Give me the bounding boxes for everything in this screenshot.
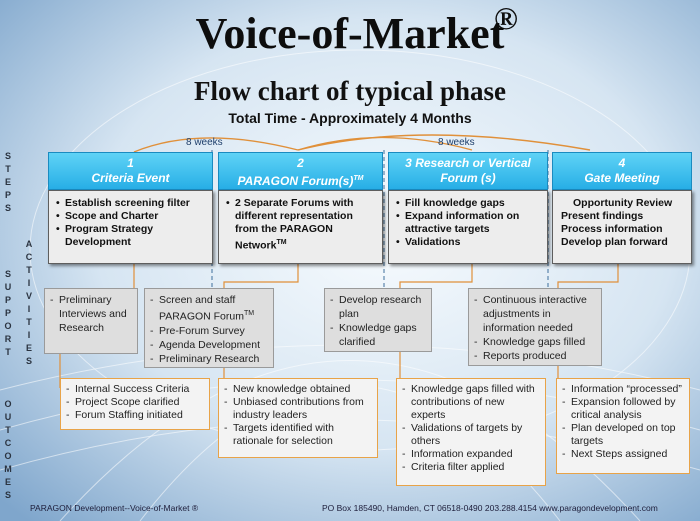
phase-1-outcomes-box: Internal Success Criteria Project Scope … xyxy=(60,378,210,430)
phase-4-step: Opportunity Review xyxy=(573,197,673,209)
phase-4-steps-box: Opportunity Review Present findings Proc… xyxy=(552,190,692,264)
phase-3-header: 3 Research or Vertical Forum (s) xyxy=(388,152,548,190)
phase-2-name: PARAGON Forum(s) xyxy=(237,174,354,188)
phase-1-outcome: Project Scope clarified xyxy=(65,396,205,409)
phase-1-step: Establish screening filter xyxy=(55,197,208,210)
phase-4-outcome: Expansion followed by critical analysis xyxy=(561,396,685,422)
total-time: Total Time - Approximately 4 Months xyxy=(228,110,472,126)
phase-4-support-item: Reports produced xyxy=(473,349,597,363)
footer-left: PARAGON Development--Voice-of-Market ® xyxy=(30,503,199,513)
phase-4-header: 4 Gate Meeting xyxy=(552,152,692,190)
phase-1-support-box: Preliminary Interviews and Research xyxy=(44,288,138,354)
phase-3-outcome: Information expanded xyxy=(401,448,541,461)
phase-4-number: 4 xyxy=(618,156,626,170)
phase-4-support-box: Continuous interactive adjustments in in… xyxy=(468,288,602,366)
phase-3-outcome: Validations of targets by others xyxy=(401,422,541,448)
phase-2-support-item: Pre-Forum Survey xyxy=(149,324,269,338)
phase-4-step: Process information xyxy=(561,223,663,235)
phase-3-outcome: Criteria filter applied xyxy=(401,461,541,474)
phase-2-header: 2 PARAGON Forum(s)TM xyxy=(218,152,383,190)
phase-1-outcome: Forum Staffing initiated xyxy=(65,409,205,422)
phase-3-outcomes-box: Knowledge gaps filled with contributions… xyxy=(396,378,546,486)
phase-3-outcome: Knowledge gaps filled with contributions… xyxy=(401,383,541,422)
phase-1-name: Criteria Event xyxy=(91,171,170,185)
phase-2-step: 2 Separate Forums with different represe… xyxy=(225,197,378,253)
footer-right: PO Box 185490, Hamden, CT 06518-0490 203… xyxy=(322,503,658,513)
phase-4-name: Gate Meeting xyxy=(584,171,660,185)
phase-3-steps-box: Fill knowledge gaps Expand information o… xyxy=(388,190,548,264)
phase-4-step: Develop plan forward xyxy=(561,236,668,248)
phase-2-outcome: Targets identified with rationale for se… xyxy=(223,422,373,448)
phase-3-step: Fill knowledge gaps xyxy=(395,197,543,210)
phase-4-support-item: Continuous interactive adjustments in in… xyxy=(473,293,597,335)
phase-2-outcomes-box: New knowledge obtained Unbiased contribu… xyxy=(218,378,378,458)
phase-3-name: 3 Research or Vertical Forum (s) xyxy=(405,156,531,185)
phase-4-outcome: Next Steps assigned xyxy=(561,448,685,461)
phase-3-support-item: Knowledge gaps clarified xyxy=(329,321,427,349)
phase-4-outcomes-box: Information “processed” Expansion follow… xyxy=(556,378,690,474)
phase-1-step: Program Strategy Development xyxy=(55,223,208,249)
phase-2-support-item: Agenda Development xyxy=(149,338,269,352)
phase-3-support-item: Develop research plan xyxy=(329,293,427,321)
phase-2-steps-box: 2 Separate Forums with different represe… xyxy=(218,190,383,264)
phase-4-step: Present findings xyxy=(561,210,644,222)
phase-4-outcome: Information “processed” xyxy=(561,383,685,396)
phase-2-name-tm: TM xyxy=(353,175,364,182)
phase-1-steps-box: Establish screening filter Scope and Cha… xyxy=(48,190,213,264)
phase-1-outcome: Internal Success Criteria xyxy=(65,383,205,396)
weeks-label-2: 8 weeks xyxy=(438,137,475,148)
phase-1-step: Scope and Charter xyxy=(55,210,208,223)
phase-2-outcome: New knowledge obtained xyxy=(223,383,373,396)
main-title: Voice-of-Market xyxy=(195,9,505,58)
subtitle: Flow chart of typical phase xyxy=(194,76,506,106)
phase-4-outcome: Plan developed on top targets xyxy=(561,422,685,448)
weeks-label-1: 8 weeks xyxy=(186,137,223,148)
phase-1-header: 1 Criteria Event xyxy=(48,152,213,190)
phase-2-number: 2 xyxy=(297,156,304,170)
phase-2-outcome: Unbiased contributions from industry lea… xyxy=(223,396,373,422)
registered-mark: ® xyxy=(494,0,518,36)
phase-1-support-item: Preliminary Interviews and Research xyxy=(49,293,133,335)
phase-2-support-box: Screen and staff PARAGON ForumTM Pre-For… xyxy=(144,288,274,368)
phase-1-number: 1 xyxy=(127,156,134,170)
phase-2-support-item: Screen and staff PARAGON ForumTM xyxy=(149,293,269,324)
phase-3-step: Expand information on attractive targets xyxy=(395,210,543,236)
phase-3-step: Validations xyxy=(395,236,543,249)
phase-4-support-item: Knowledge gaps filled xyxy=(473,335,597,349)
phase-3-support-box: Develop research plan Knowledge gaps cla… xyxy=(324,288,432,352)
phase-2-support-item: Preliminary Research xyxy=(149,352,269,366)
